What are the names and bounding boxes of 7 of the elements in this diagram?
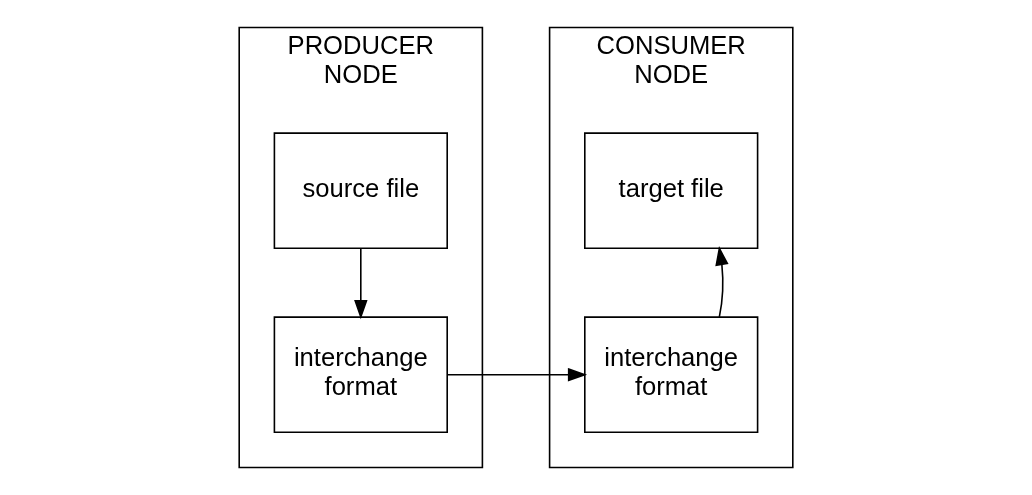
node-box: target file xyxy=(584,132,759,250)
arrow xyxy=(354,247,368,320)
node-box: interchange format xyxy=(273,316,448,434)
arrow xyxy=(715,246,729,318)
node-box: source file xyxy=(273,132,448,250)
arrow xyxy=(446,367,588,382)
node-box: interchange format xyxy=(584,316,759,434)
